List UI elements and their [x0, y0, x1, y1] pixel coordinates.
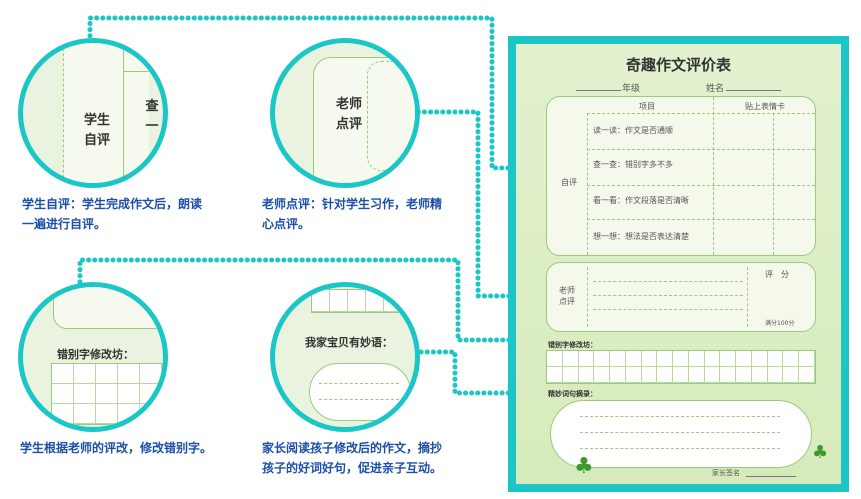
clover-icon: ♣ — [574, 454, 594, 479]
grade-label: 年级 — [622, 84, 641, 94]
zoom-phrase-label: 我家宝贝有妙语： — [305, 336, 393, 349]
zoom-circle-self-eval: 学生 自评 查一 — [18, 38, 168, 188]
teacher-section: 老师 点评 评 分 满分100分 — [546, 262, 816, 332]
self-row-2: 查一查：错别字多不多 — [593, 160, 673, 169]
zoom-upper-box — [53, 287, 163, 329]
comment-line — [593, 295, 743, 296]
sticker-col-line-2 — [773, 113, 774, 255]
row-line — [587, 185, 815, 186]
col-item-header: 项目 — [639, 102, 655, 111]
zoom-teacher-box — [313, 57, 415, 183]
comment-line — [593, 281, 743, 282]
zoom-cloud-line — [319, 383, 399, 384]
zoom-divider — [123, 43, 124, 183]
comment-line — [593, 309, 743, 310]
self-col-line — [587, 113, 588, 255]
caption-typo: 学生根据老师的评改，修改错别字。 — [20, 441, 213, 455]
zoom-teacher-inner — [367, 61, 415, 171]
evaluation-sheet: 奇趣作文评价表 年级 姓名 项目 贴上表情卡 自评 读一读：作文是否通顺 查一查… — [508, 36, 849, 492]
caption-parent: 家长阅读孩子修改后的作文，摘抄 孩子的好词好句，促进亲子互动。 — [262, 441, 443, 475]
phrase-cloud — [550, 400, 812, 468]
sheet-paper: 奇趣作文评价表 年级 姓名 项目 贴上表情卡 自评 读一读：作文是否通顺 查一查… — [516, 44, 841, 484]
score-col-line — [747, 267, 748, 327]
zoom-phrase-grid — [311, 289, 403, 313]
zoom-typo-label: 错别字修改坊： — [57, 348, 134, 361]
clover-icon: ♣ — [812, 442, 829, 463]
zoom-teacher-label: 老师 点评 — [335, 97, 362, 132]
zoom-check-text: 查一 — [145, 99, 159, 134]
teacher-label: 老师 点评 — [559, 286, 575, 306]
sticker-col-line — [713, 97, 714, 255]
zoom-circle-phrase: 我家宝贝有妙语： — [270, 282, 420, 432]
caption-teacher: 老师点评：针对学生习作，老师精 心点评。 — [262, 197, 443, 231]
row-line — [587, 219, 815, 220]
zoom-panel — [63, 43, 149, 183]
zoom-grid-line — [123, 71, 163, 72]
parent-sign-label: 家长签名 — [712, 469, 740, 477]
typo-grid — [546, 350, 816, 384]
zoom-cloud-line — [319, 399, 399, 400]
self-label: 自评 — [561, 178, 577, 187]
zoom-circle-typo: 错别字修改坊： — [18, 282, 168, 432]
name-underline — [726, 90, 781, 91]
zoom-circle-teacher: 老师 点评 — [270, 38, 420, 188]
header-line — [587, 113, 815, 114]
teacher-col-line — [587, 267, 588, 327]
self-eval-section: 项目 贴上表情卡 自评 读一读：作文是否通顺 查一查：错别字多不多 看一看：作文… — [546, 96, 816, 256]
col-sticker-header: 贴上表情卡 — [745, 102, 785, 111]
sheet-title: 奇趣作文评价表 — [625, 56, 731, 74]
self-row-1: 读一读：作文是否通顺 — [593, 126, 673, 135]
phrase-label: 精妙词句摘录： — [548, 390, 597, 398]
zoom-self-label: 学生 自评 — [83, 113, 110, 148]
score-label: 评 分 — [765, 270, 789, 279]
full-score-label: 满分100分 — [765, 320, 795, 327]
row-line — [587, 149, 815, 150]
parent-sign-underline — [746, 476, 796, 477]
zoom-cloud — [309, 363, 411, 421]
typo-label: 错别字修改坊： — [548, 341, 597, 349]
caption-self-eval: 学生自评：学生完成作文后，朗读 一遍进行自评。 — [22, 197, 203, 231]
self-row-3: 看一看：作文段落是否清晰 — [593, 196, 689, 205]
phrase-line — [580, 448, 780, 449]
zoom-typo-grid — [51, 363, 163, 425]
self-row-4: 想一想：想法是否表达清楚 — [593, 232, 689, 241]
grade-underline — [576, 90, 621, 91]
name-label: 姓名 — [706, 84, 725, 94]
phrase-line — [580, 432, 780, 433]
phrase-line — [580, 416, 780, 417]
